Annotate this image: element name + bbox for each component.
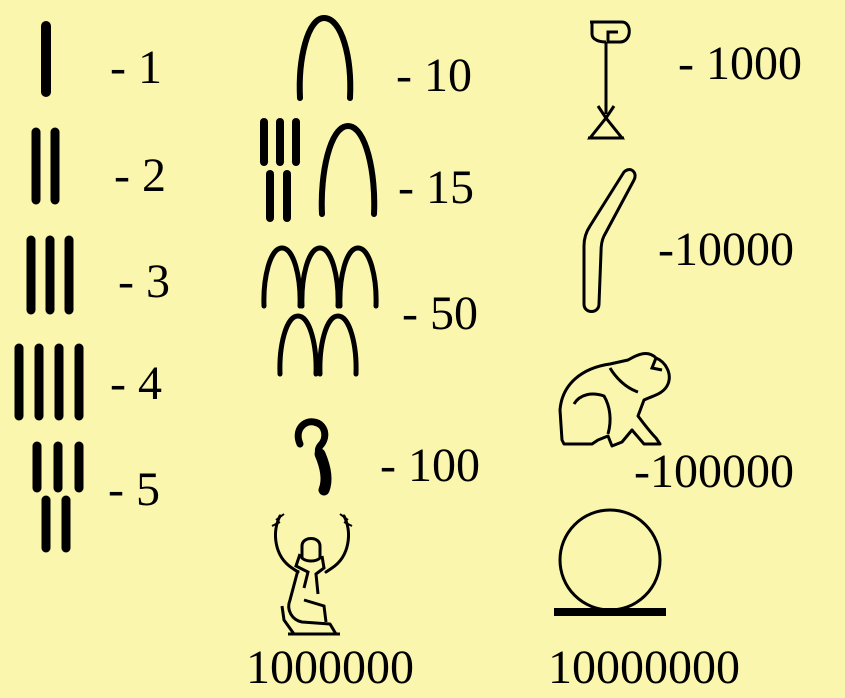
numeral-label-1: - 1 xyxy=(110,44,162,92)
lotus-plant-icon xyxy=(578,14,642,144)
numeral-label-10000: -10000 xyxy=(658,226,794,274)
numeral-label-4: - 4 xyxy=(110,360,162,408)
numeral-label-50: - 50 xyxy=(402,290,478,338)
three-strokes-icon xyxy=(22,234,80,316)
sun-circle-icon xyxy=(548,500,672,624)
four-strokes-icon xyxy=(10,342,94,422)
single-stroke-icon xyxy=(36,20,56,98)
five-strokes-icon xyxy=(28,440,94,556)
numeral-label-10000000: 10000000 xyxy=(548,644,740,692)
numeral-label-2: - 2 xyxy=(114,152,166,200)
five-heel-bones-icon xyxy=(258,242,382,378)
numeral-label-1000000: 1000000 xyxy=(246,644,414,692)
numeral-label-100: - 100 xyxy=(380,442,480,490)
kneeling-god-heh-icon xyxy=(268,510,356,640)
heel-bone-strokes-icon xyxy=(256,114,386,226)
tadpole-frog-icon xyxy=(552,344,680,452)
numeral-label-3: - 3 xyxy=(118,258,170,306)
finger-icon xyxy=(574,162,644,318)
numeral-label-10: - 10 xyxy=(396,52,472,100)
two-strokes-icon xyxy=(26,126,66,206)
numeral-label-1000: - 1000 xyxy=(678,40,802,88)
heel-bone-icon xyxy=(290,12,360,104)
coil-of-rope-icon xyxy=(286,414,346,498)
numeral-label-15: - 15 xyxy=(398,164,474,212)
numeral-label-5: - 5 xyxy=(108,466,160,514)
numeral-label-100000: -100000 xyxy=(634,448,794,496)
